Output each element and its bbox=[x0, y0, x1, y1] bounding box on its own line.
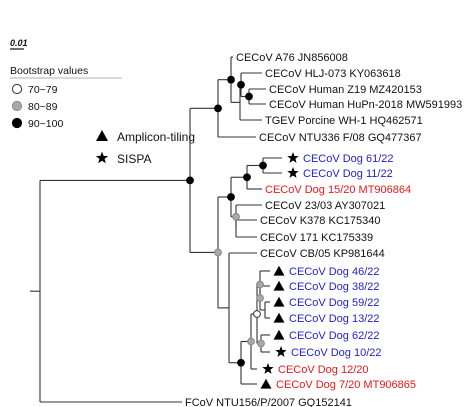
bootstrap-node bbox=[214, 248, 222, 257]
taxon-label: CECoV Dog 7/20 MT906865 bbox=[276, 379, 416, 391]
triangle-icon bbox=[273, 280, 285, 291]
bootstrap-node bbox=[227, 193, 235, 201]
bootstrap-node bbox=[237, 358, 245, 367]
triangle-icon bbox=[260, 378, 272, 389]
bootstrap-node bbox=[237, 80, 245, 89]
taxon-label: CECoV Dog 13/22 bbox=[289, 313, 380, 325]
bootstrap-legend: Bootstrap values 70~79 80~89 90~100 bbox=[10, 65, 122, 130]
taxon-leaf: CECoV Dog 46/22 bbox=[273, 265, 380, 278]
triangle-icon bbox=[273, 296, 285, 307]
taxon-label: CECoV K378 KC175340 bbox=[260, 215, 380, 227]
taxon-leaf: CECoV Human Z19 MZ420153 bbox=[269, 84, 422, 96]
taxon-leaf: CECoV 23/03 AY307021 bbox=[265, 200, 385, 212]
taxon-leaf: CECoV Dog 11/22 bbox=[287, 167, 393, 180]
bootstrap-70-79-label: 70~79 bbox=[28, 84, 58, 96]
star-icon bbox=[262, 363, 274, 374]
taxon-label: CECoV Dog 62/22 bbox=[289, 330, 380, 342]
taxon-leaf: CECoV NTU336 F/08 GQ477367 bbox=[259, 132, 422, 144]
star-icon-shape bbox=[95, 151, 109, 164]
bootstrap-node bbox=[253, 310, 261, 318]
scale-bar: 0.01 bbox=[10, 38, 28, 50]
taxon-leaf: CECoV Human HuPn-2018 MW591993 bbox=[269, 99, 462, 111]
method-legend: Amplicon-tiling SISPA bbox=[95, 130, 195, 166]
taxon-leaf: CECoV HLJ-073 KY063618 bbox=[265, 68, 401, 80]
taxon-label: CECoV Dog 38/22 bbox=[289, 281, 380, 293]
taxon-leaf: CECoV Dog 13/22 bbox=[273, 312, 380, 325]
taxon-leaf: CECoV Dog 59/22 bbox=[273, 296, 380, 309]
taxon-label: CECoV Dog 10/22 bbox=[291, 347, 382, 359]
taxon-label: FCoV NTU156/P/2007 GQ152141 bbox=[185, 397, 352, 407]
bootstrap-80-89-swatch bbox=[11, 100, 23, 112]
bootstrap-90-100-label: 90~100 bbox=[28, 118, 63, 130]
star-icon bbox=[275, 346, 287, 357]
taxon-label: CECoV Dog 59/22 bbox=[289, 297, 380, 309]
sispa-label: SISPA bbox=[117, 152, 151, 166]
taxon-leaf: CECoV CB/05 KP981644 bbox=[260, 248, 385, 260]
taxon-label: CECoV Dog 61/22 bbox=[303, 153, 394, 165]
bootstrap-node bbox=[186, 176, 194, 185]
amplicon-tiling-label: Amplicon-tiling bbox=[117, 130, 195, 144]
taxon-leaf: CECoV Dog 7/20 MT906865 bbox=[260, 378, 416, 391]
taxon-label: CECoV 23/03 AY307021 bbox=[265, 200, 385, 212]
bootstrap-node bbox=[259, 161, 267, 170]
bootstrap-node bbox=[256, 294, 264, 302]
bootstrap-node bbox=[247, 337, 255, 346]
taxon-label: CECoV Dog 15/20 MT906864 bbox=[265, 184, 411, 196]
bootstrap-70-79-swatch bbox=[11, 83, 23, 95]
bootstrap-node bbox=[214, 104, 222, 113]
bootstrap-nodes bbox=[186, 75, 267, 367]
taxon-leaf: CECoV Dog 12/20 bbox=[262, 363, 369, 376]
scale-bar-label: 0.01 bbox=[10, 38, 28, 48]
taxon-leaf: CECoV Dog 38/22 bbox=[273, 280, 380, 293]
bootstrap-node bbox=[256, 280, 264, 289]
taxon-label: CECoV CB/05 KP981644 bbox=[260, 248, 385, 260]
bootstrap-legend-title: Bootstrap values bbox=[10, 65, 88, 77]
bootstrap-node bbox=[232, 212, 240, 221]
taxon-label: CECoV HLJ-073 KY063618 bbox=[265, 68, 401, 80]
taxon-label: CECoV Dog 11/22 bbox=[303, 168, 393, 180]
taxon-leaf: TGEV Porcine WH-1 HQ462571 bbox=[265, 115, 423, 127]
taxon-leaf: CECoV Dog 15/20 MT906864 bbox=[265, 184, 411, 196]
taxon-leaf: FCoV NTU156/P/2007 GQ152141 bbox=[185, 397, 352, 407]
bootstrap-node bbox=[245, 92, 253, 101]
bootstrap-90-100-swatch bbox=[11, 117, 23, 129]
star-icon bbox=[287, 152, 299, 163]
taxon-label: CECoV Dog 46/22 bbox=[289, 266, 380, 278]
taxon-leaf: CECoV 171 KC175339 bbox=[260, 232, 373, 244]
triangle-icon bbox=[96, 130, 108, 141]
triangle-icon bbox=[273, 312, 285, 323]
taxon-label: CECoV Human HuPn-2018 MW591993 bbox=[269, 99, 462, 111]
bootstrap-80-89-label: 80~89 bbox=[28, 101, 58, 113]
taxon-label: CECoV Dog 12/20 bbox=[278, 364, 369, 376]
taxon-leaf: CECoV Dog 61/22 bbox=[287, 152, 394, 165]
taxon-label: CECoV 171 KC175339 bbox=[260, 232, 373, 244]
triangle-icon bbox=[273, 329, 285, 340]
tree-branches bbox=[30, 56, 282, 403]
bootstrap-node bbox=[227, 75, 235, 84]
taxon-leaf: CECoV K378 KC175340 bbox=[260, 215, 380, 227]
taxon-leaf: CECoV Dog 10/22 bbox=[275, 346, 382, 359]
bootstrap-node bbox=[243, 173, 251, 182]
triangle-icon bbox=[273, 265, 285, 276]
taxon-label: CECoV A76 JN856008 bbox=[236, 52, 348, 64]
taxon-label: TGEV Porcine WH-1 HQ462571 bbox=[265, 115, 423, 127]
bootstrap-node bbox=[257, 339, 265, 348]
taxon-leaf: CECoV Dog 62/22 bbox=[273, 329, 380, 342]
taxon-label: CECoV NTU336 F/08 GQ477367 bbox=[259, 132, 422, 144]
taxon-label: CECoV Human Z19 MZ420153 bbox=[269, 84, 422, 96]
star-icon bbox=[95, 151, 109, 164]
star-icon bbox=[287, 167, 299, 178]
taxon-leaf: CECoV A76 JN856008 bbox=[236, 52, 348, 64]
